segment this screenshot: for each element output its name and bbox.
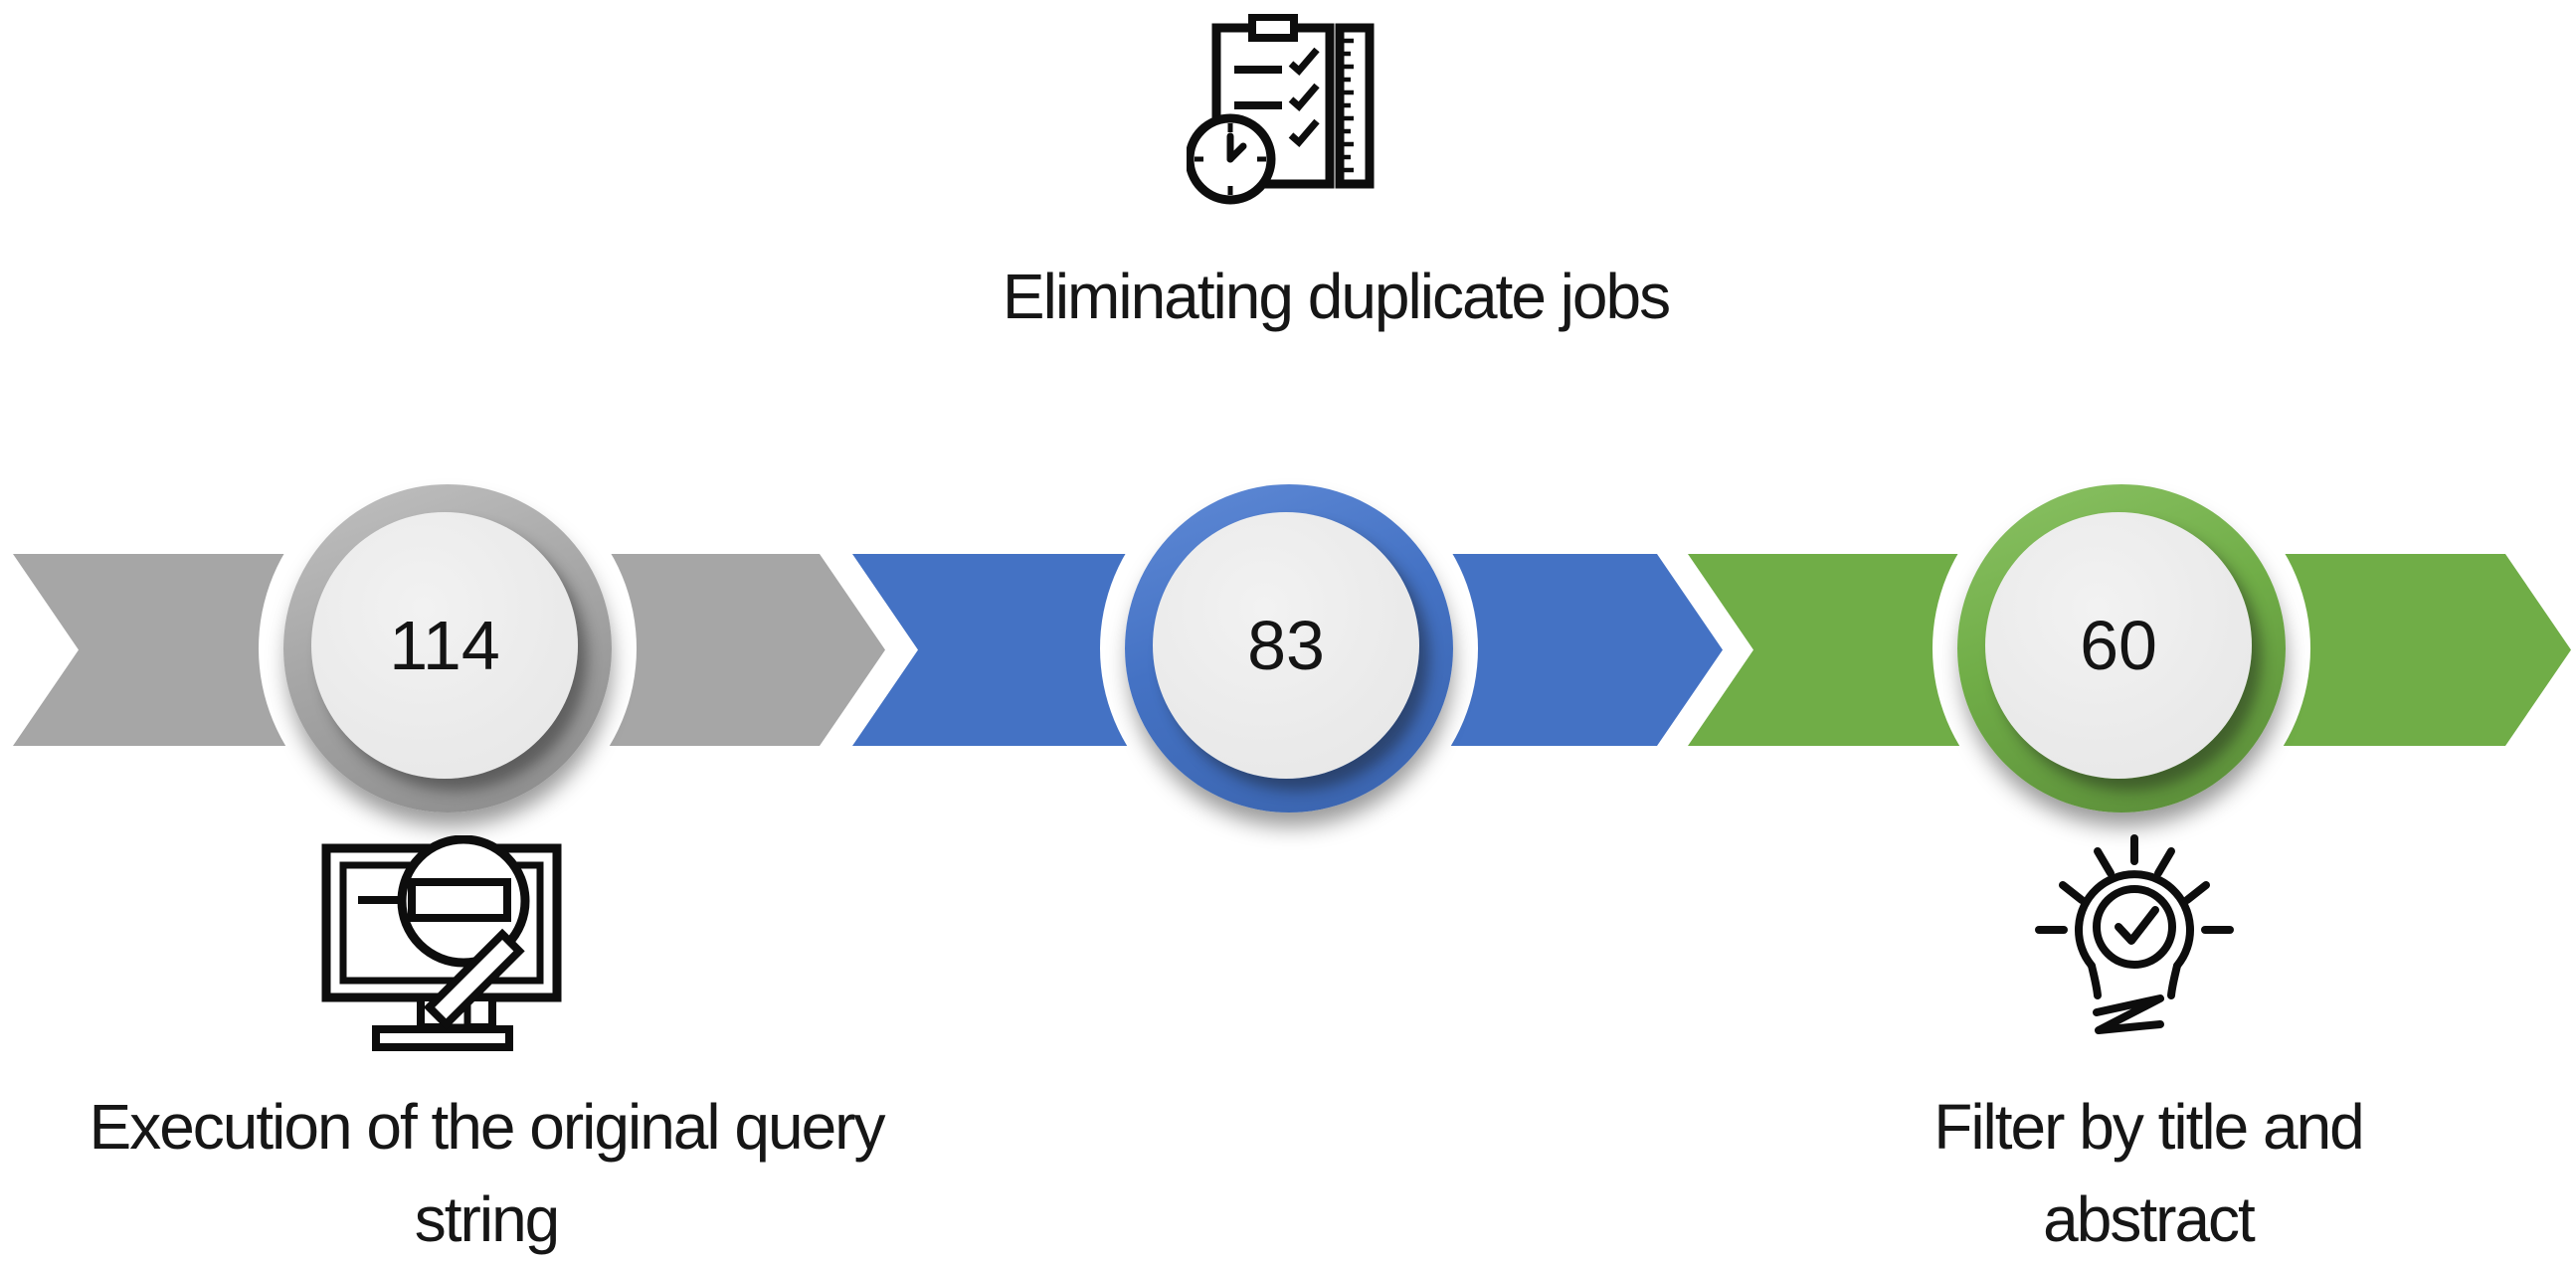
stage-value-1: 114: [389, 607, 500, 684]
check-mark: [2115, 906, 2159, 945]
clock-hands: [1226, 132, 1247, 163]
stage-circle-inner-2: 83: [1153, 512, 1419, 779]
stage-caption-2: Eliminating duplicate jobs: [1002, 261, 1671, 332]
clock-face: [1187, 113, 1276, 205]
stage-caption-3: Filter by title and abstract: [1933, 1091, 2365, 1255]
light-rays: [2035, 834, 2234, 934]
stage-circle-2: 83: [1125, 484, 1453, 812]
stage-value-3: 60: [2080, 607, 2157, 684]
check-list-marks: [1288, 47, 1320, 147]
stage-circle-halo-2: 83: [1100, 459, 1478, 837]
stage-circle-halo-3: 60: [1932, 459, 2310, 837]
check-circle: [2093, 885, 2176, 969]
stage-circle-1: 114: [283, 484, 612, 812]
stage-value-2: 83: [1247, 607, 1325, 684]
magnifier-lens: [397, 835, 530, 968]
stage-circle-inner-1: 114: [311, 512, 578, 779]
stage-circle-3: 60: [1957, 484, 2286, 812]
filament-squiggle: [2093, 994, 2164, 1034]
monitor-magnifier-icon: [321, 835, 562, 1051]
ruler: [1335, 23, 1375, 189]
stage-caption-1: Execution of the original query string: [89, 1091, 886, 1255]
stage-circle-inner-3: 60: [1985, 512, 2252, 779]
bulb-outline: [2075, 870, 2194, 999]
lightbulb-check-icon: [2035, 834, 2234, 1034]
magnifier-handle: [423, 928, 525, 1030]
clipboard-clock-ruler-icon: [1187, 14, 1375, 205]
stage-circle-halo-1: 114: [259, 459, 637, 837]
